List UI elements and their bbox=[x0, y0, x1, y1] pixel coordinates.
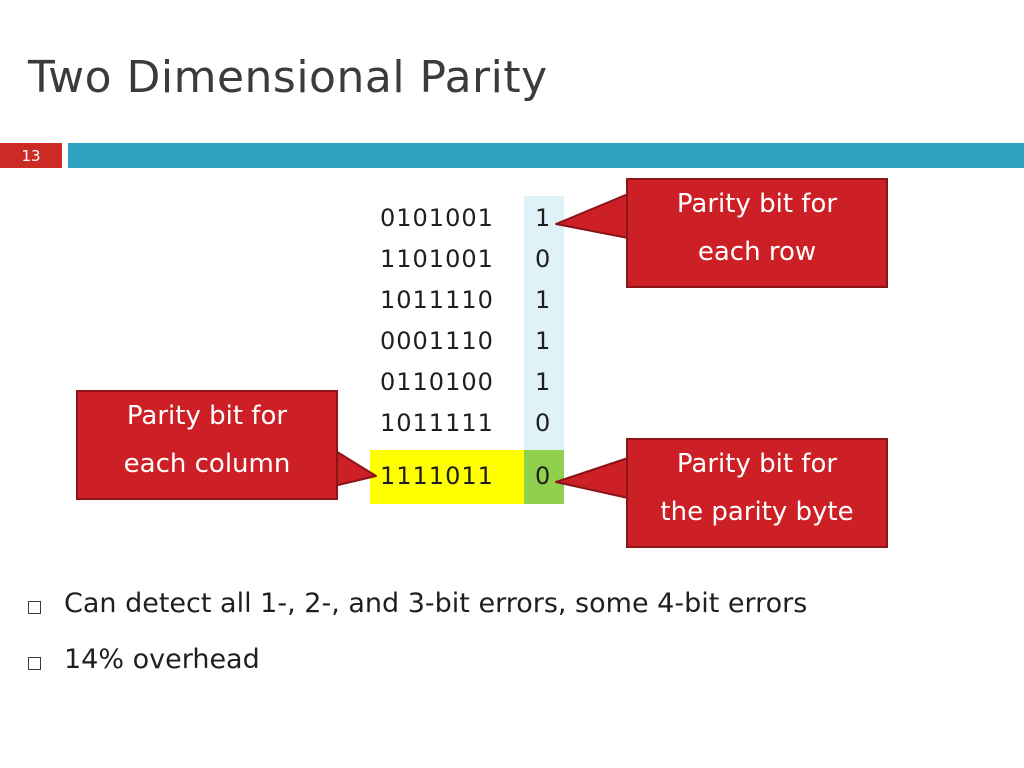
parity-byte-highlight bbox=[524, 450, 564, 504]
data-row-bits: 0001110 bbox=[380, 327, 494, 355]
data-row-bits: 1101001 bbox=[380, 245, 494, 273]
parity-byte-callout: Parity bit for the parity byte bbox=[626, 438, 888, 548]
parity-byte-bit: 0 bbox=[535, 462, 551, 490]
row-parity-bit: 1 bbox=[535, 327, 551, 355]
data-row-bits: 0101001 bbox=[380, 204, 494, 232]
row-parity-bit: 1 bbox=[535, 286, 551, 314]
column-parity-callout: Parity bit for each column bbox=[76, 390, 338, 500]
column-callout-pointer bbox=[333, 449, 377, 487]
row-parity-bit: 1 bbox=[535, 368, 551, 396]
callout-text: the parity byte bbox=[660, 497, 854, 527]
data-row-bits: 0110100 bbox=[380, 368, 494, 396]
column-parity-bits: 1111011 bbox=[380, 462, 494, 490]
byte-callout-pointer bbox=[555, 457, 629, 499]
row-callout-pointer bbox=[555, 193, 629, 239]
callout-text: each row bbox=[697, 237, 817, 267]
bullet-text: Can detect all 1-, 2-, and 3-bit errors,… bbox=[64, 588, 808, 619]
bullet-text: 14% overhead bbox=[64, 644, 260, 675]
row-parity-bit: 0 bbox=[535, 409, 551, 437]
data-row-bits: 1011111 bbox=[380, 409, 494, 437]
row-parity-bit: 0 bbox=[535, 245, 551, 273]
row-parity-column-highlight bbox=[524, 196, 564, 450]
list-item: Can detect all 1-, 2-, and 3-bit errors,… bbox=[28, 588, 807, 644]
column-parity-row-highlight bbox=[370, 450, 524, 504]
data-row-bits: 1011110 bbox=[380, 286, 494, 314]
callout-text: Parity bit for bbox=[676, 449, 838, 479]
row-parity-bit: 1 bbox=[535, 204, 551, 232]
callout-text: Parity bit for bbox=[126, 401, 288, 431]
slide-title: Two Dimensional Parity bbox=[28, 52, 548, 103]
callout-text: each column bbox=[123, 449, 291, 479]
bullet-list: Can detect all 1-, 2-, and 3-bit errors,… bbox=[28, 588, 807, 700]
row-parity-callout: Parity bit for each row bbox=[626, 178, 888, 288]
square-bullet-icon bbox=[28, 657, 41, 670]
square-bullet-icon bbox=[28, 601, 41, 614]
callout-text: Parity bit for bbox=[676, 189, 838, 219]
header-bar bbox=[68, 143, 1024, 168]
list-item: 14% overhead bbox=[28, 644, 807, 700]
slide-number: 13 bbox=[0, 143, 62, 168]
